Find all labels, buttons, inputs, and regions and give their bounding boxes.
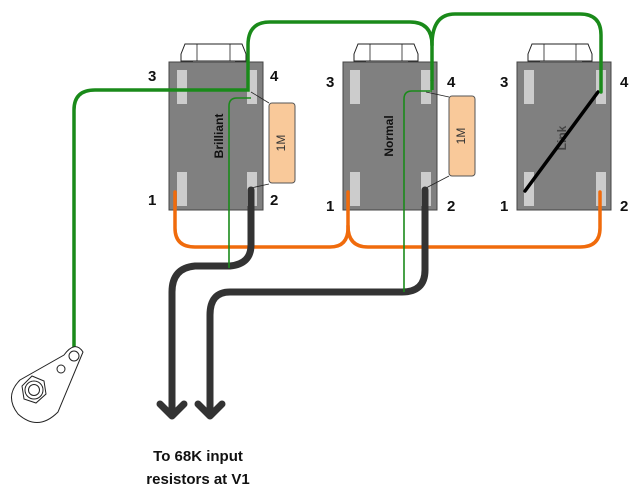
pin-label-4: 4 <box>620 74 629 91</box>
switch-nut <box>353 43 419 62</box>
switch-nut <box>180 43 247 62</box>
ground-wire-main <box>72 20 434 352</box>
resistor-label: 1M <box>454 128 468 145</box>
caption-line-1: To 68K input <box>153 448 243 465</box>
ground-wire-normal-tap <box>403 90 432 292</box>
pin-label-4: 4 <box>447 74 456 91</box>
signal-wire-normal <box>206 186 429 414</box>
pin-label-1: 1 <box>500 198 508 215</box>
switch-link: Link 3 4 1 2 <box>500 43 629 215</box>
orange-wire-2 <box>346 190 602 249</box>
pin-label-2: 2 <box>270 192 278 209</box>
contact-4 <box>421 70 431 104</box>
pin-label-3: 3 <box>148 68 156 85</box>
contact-2 <box>596 172 606 206</box>
contact-1 <box>177 172 187 206</box>
contact-1 <box>524 172 534 206</box>
ground-wire-brilliant-tap <box>228 97 251 268</box>
signal-wire-brilliant <box>168 186 255 414</box>
arrow-head-1 <box>156 400 188 420</box>
contact-3 <box>524 70 534 104</box>
contact-3 <box>350 70 360 104</box>
pin-label-3: 3 <box>326 74 334 91</box>
pin-label-1: 1 <box>326 198 334 215</box>
caption-line-2: resistors at V1 <box>146 471 249 488</box>
ground-lug <box>11 346 84 423</box>
pin-label-2: 2 <box>620 198 628 215</box>
contact-3 <box>177 70 187 104</box>
resistor <box>448 95 476 177</box>
arrow-head-2 <box>194 400 226 420</box>
switch-brilliant: Brilliant 3 4 1 2 1M <box>148 43 296 211</box>
link-wire <box>523 90 600 193</box>
switch-nut <box>527 43 593 62</box>
resistor-label: 1M <box>274 135 288 152</box>
pin-label-1: 1 <box>148 192 156 209</box>
contact-4 <box>247 70 257 104</box>
orange-wire-1 <box>173 190 350 249</box>
resistor <box>268 102 296 184</box>
pin-label-3: 3 <box>500 74 508 91</box>
contact-1 <box>350 172 360 206</box>
pin-label-2: 2 <box>447 198 455 215</box>
switch-label: Brilliant <box>212 114 226 159</box>
pin-label-4: 4 <box>270 68 279 85</box>
switch-normal: Normal 3 4 1 2 1M <box>326 43 476 215</box>
ground-wire-link <box>430 12 603 94</box>
switch-label: Normal <box>382 115 396 156</box>
